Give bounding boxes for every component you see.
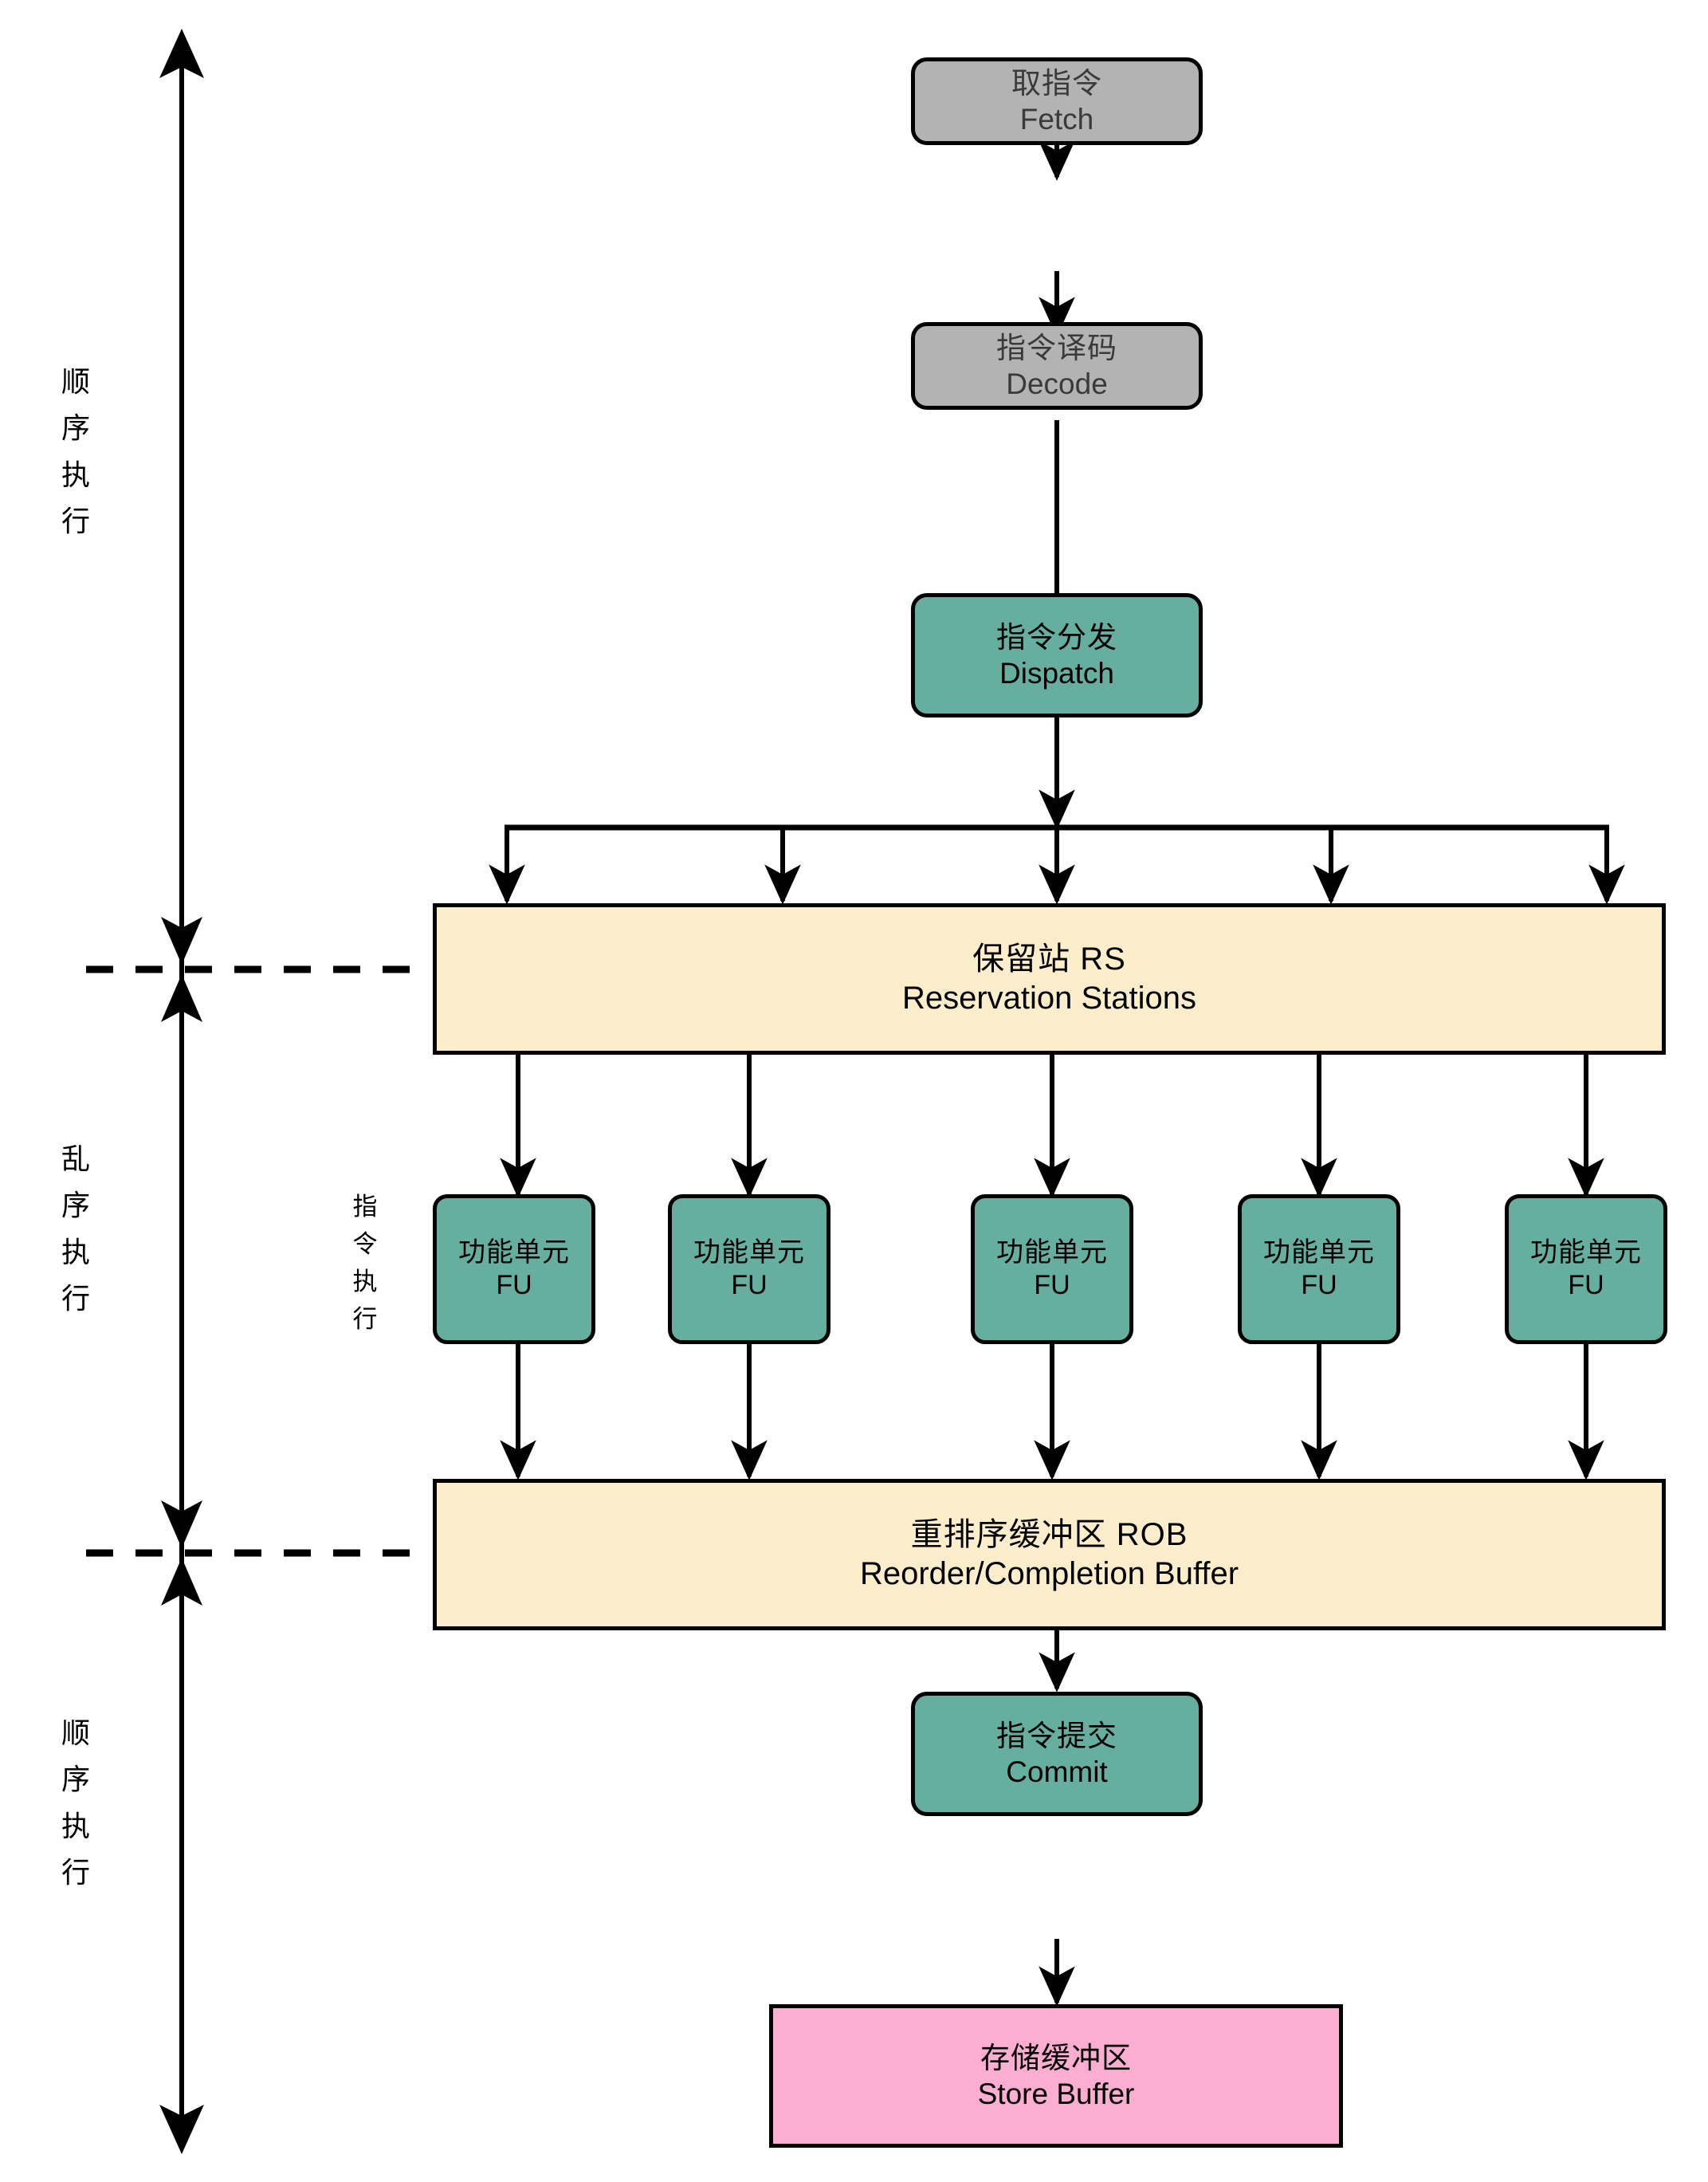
functional-unit-3-label-cn: 功能单元 [996, 1236, 1108, 1268]
functional-unit-5[interactable]: 功能单元 FU [1505, 1194, 1667, 1344]
functional-unit-1-label-cn: 功能单元 [458, 1236, 570, 1268]
axis-arrow-down-boundary-2 [161, 1500, 202, 1548]
phase-label-instruction-execute: 指 令 执 行 [343, 1188, 387, 1338]
phase-label-out-of-order: 乱 序 执 行 [48, 1136, 104, 1322]
phase-label-char: 执 [352, 1268, 378, 1296]
buffer-rob-label-cn: 重排序缓冲区 ROB [910, 1517, 1188, 1553]
buffer-rs-label-cn: 保留站 RS [972, 942, 1126, 977]
phase-label-char: 执 [61, 458, 90, 491]
phase-label-char: 序 [61, 1763, 90, 1796]
phase-label-char: 指 [352, 1193, 378, 1221]
axis-arrow-up-boundary-2 [161, 1558, 202, 1606]
buffer-store-label-en: Store Buffer [977, 2078, 1135, 2110]
phase-label-char: 行 [61, 504, 90, 537]
stage-commit-label-cn: 指令提交 [996, 1719, 1117, 1752]
buffer-reservation-stations[interactable]: 保留站 RS Reservation Stations [433, 903, 1666, 1055]
stage-commit-label-en: Commit [1006, 1755, 1108, 1788]
phase-label-char: 执 [61, 1235, 90, 1268]
buffer-rs-label-en: Reservation Stations [901, 981, 1197, 1016]
buffer-store[interactable]: 存储缓冲区 Store Buffer [769, 2004, 1343, 2148]
functional-unit-3-label-en: FU [1034, 1270, 1070, 1300]
stage-decode-label-en: Decode [1006, 368, 1108, 400]
phase-label-char: 序 [61, 1189, 90, 1222]
stage-fetch-label-en: Fetch [1019, 103, 1094, 136]
stage-commit[interactable]: 指令提交 Commit [911, 1692, 1203, 1816]
stage-decode-label-cn: 指令译码 [996, 331, 1117, 364]
stage-fetch[interactable]: 取指令 Fetch [911, 57, 1203, 145]
stage-decode[interactable]: 指令译码 Decode [911, 322, 1203, 410]
buffer-store-label-cn: 存储缓冲区 [980, 2041, 1132, 2074]
phase-label-char: 序 [61, 411, 90, 445]
functional-unit-5-label-en: FU [1568, 1270, 1604, 1300]
phase-label-char: 令 [352, 1230, 378, 1259]
functional-unit-3[interactable]: 功能单元 FU [971, 1194, 1133, 1344]
functional-unit-2-label-cn: 功能单元 [693, 1236, 805, 1268]
stage-dispatch[interactable]: 指令分发 Dispatch [911, 593, 1203, 718]
phase-axis-arrow-bottom [159, 2105, 204, 2154]
stage-dispatch-label-cn: 指令分发 [996, 620, 1117, 654]
stage-dispatch-label-en: Dispatch [999, 657, 1114, 690]
phase-label-in-order-back: 顺 序 执 行 [48, 1710, 104, 1896]
phase-label-char: 行 [352, 1305, 378, 1334]
functional-unit-2[interactable]: 功能单元 FU [668, 1194, 830, 1344]
axis-arrow-down-boundary-1 [161, 917, 202, 965]
phase-axis-arrow-top [159, 29, 204, 78]
functional-unit-4[interactable]: 功能单元 FU [1238, 1194, 1400, 1344]
phase-label-char: 乱 [61, 1142, 90, 1175]
phase-label-char: 行 [61, 1281, 90, 1315]
functional-unit-4-label-en: FU [1301, 1270, 1337, 1300]
phase-label-in-order-front: 顺 序 执 行 [48, 359, 104, 545]
functional-unit-2-label-en: FU [731, 1270, 768, 1300]
functional-unit-4-label-cn: 功能单元 [1263, 1236, 1375, 1268]
stage-fetch-label-cn: 取指令 [1011, 66, 1102, 100]
functional-unit-1[interactable]: 功能单元 FU [433, 1194, 595, 1344]
phase-label-char: 行 [61, 1855, 90, 1889]
functional-unit-5-label-cn: 功能单元 [1530, 1236, 1642, 1268]
buffer-rob-label-en: Reorder/Completion Buffer [859, 1556, 1239, 1591]
phase-label-char: 顺 [61, 365, 90, 398]
phase-label-char: 执 [61, 1809, 90, 1842]
buffer-reorder-completion[interactable]: 重排序缓冲区 ROB Reorder/Completion Buffer [433, 1479, 1666, 1630]
functional-unit-1-label-en: FU [496, 1270, 532, 1300]
axis-arrow-up-boundary-1 [161, 974, 202, 1022]
phase-label-char: 顺 [61, 1716, 90, 1749]
